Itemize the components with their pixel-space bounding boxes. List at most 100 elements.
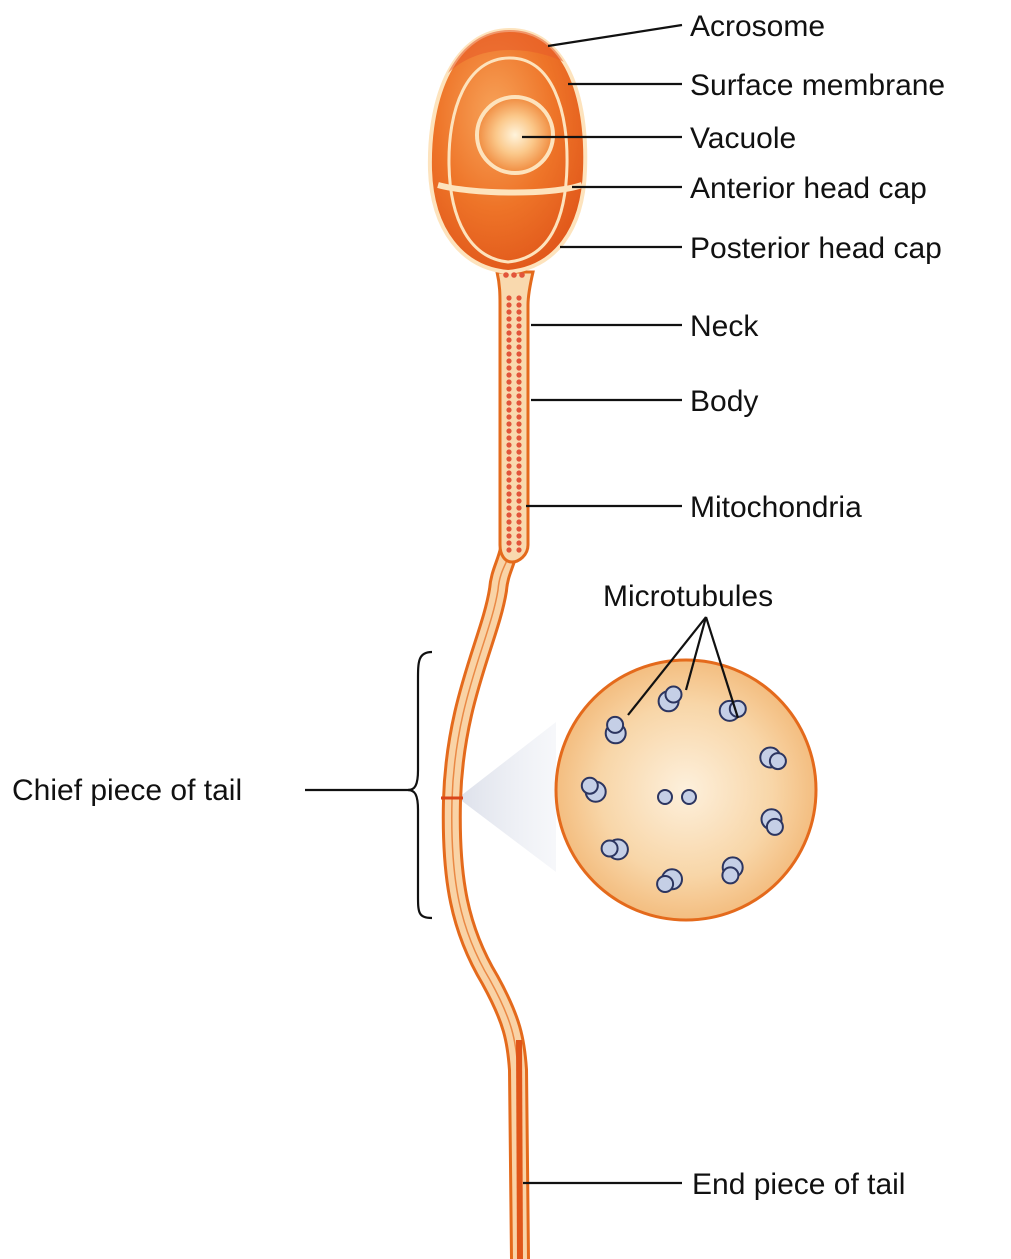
mitochondrion	[516, 519, 521, 524]
mitochondrion	[516, 393, 521, 398]
mitochondrion	[516, 295, 521, 300]
mitochondrion	[516, 386, 521, 391]
mitochondrion	[506, 302, 511, 307]
microtubule-doublet	[606, 717, 626, 743]
mitochondrion	[506, 477, 511, 482]
mitochondrion	[516, 526, 521, 531]
centriole-dot	[503, 272, 509, 278]
mitochondrion	[506, 372, 511, 377]
mitochondrion	[506, 456, 511, 461]
mitochondrion	[506, 351, 511, 356]
microtubule-doublet	[602, 839, 628, 859]
mitochondrion	[506, 309, 511, 314]
mitochondrion	[506, 484, 511, 489]
mitochondrion	[516, 463, 521, 468]
cross-section-projection	[458, 722, 556, 872]
label-anterior-head-cap: Anterior head cap	[690, 172, 927, 205]
mitochondrion	[516, 512, 521, 517]
mitochondrion	[516, 400, 521, 405]
mitochondrion	[506, 365, 511, 370]
label-neck: Neck	[690, 310, 759, 343]
microtubule	[767, 819, 783, 835]
label-chief-piece-of-tail: Chief piece of tail	[12, 774, 242, 807]
mitochondrion	[506, 393, 511, 398]
mitochondrion	[506, 540, 511, 545]
mitochondrion	[516, 344, 521, 349]
mitochondrion	[506, 344, 511, 349]
label-vacuole: Vacuole	[690, 122, 796, 155]
sperm-head	[430, 30, 600, 278]
mitochondrion	[506, 533, 511, 538]
mitochondrion	[516, 498, 521, 503]
mitochondrion	[516, 428, 521, 433]
mitochondrion	[506, 323, 511, 328]
mitochondrion	[506, 505, 511, 510]
end-piece	[519, 1040, 520, 1259]
mitochondrion	[506, 491, 511, 496]
mitochondrion	[506, 421, 511, 426]
mitochondrion	[506, 526, 511, 531]
mitochondrion	[516, 358, 521, 363]
microtubule	[607, 717, 623, 733]
mitochondrion	[516, 379, 521, 384]
mitochondrion	[516, 470, 521, 475]
leader-acrosome	[548, 25, 682, 46]
mitochondrion	[516, 533, 521, 538]
mitochondrion	[506, 519, 511, 524]
label-end-piece-of-tail: End piece of tail	[692, 1168, 905, 1201]
label-mitochondria: Mitochondria	[690, 491, 862, 524]
mitochondrion	[506, 330, 511, 335]
microtubule	[770, 753, 786, 769]
mitochondrion	[506, 547, 511, 552]
mitochondrion	[516, 365, 521, 370]
mitochondrion	[506, 386, 511, 391]
mitochondrion	[506, 498, 511, 503]
mitochondrion	[516, 491, 521, 496]
mitochondrion	[506, 435, 511, 440]
centriole-dot	[511, 272, 517, 278]
vacuole	[477, 97, 553, 173]
central-microtubule	[658, 790, 672, 804]
mitochondrion	[516, 337, 521, 342]
microtubule	[657, 876, 673, 892]
label-posterior-head-cap: Posterior head cap	[690, 232, 942, 265]
mitochondrion	[516, 484, 521, 489]
midpiece	[497, 272, 533, 562]
mitochondrion	[506, 428, 511, 433]
mitochondrion	[516, 316, 521, 321]
mitochondrion	[506, 316, 511, 321]
label-surface-membrane: Surface membrane	[690, 69, 945, 102]
mitochondrion	[506, 512, 511, 517]
tail-cross-section	[556, 660, 816, 920]
mitochondrion	[506, 470, 511, 475]
mitochondrion	[506, 463, 511, 468]
mitochondrion	[516, 407, 521, 412]
microtubule	[582, 778, 598, 794]
mitochondrion	[506, 400, 511, 405]
central-microtubule	[682, 790, 696, 804]
mitochondrion	[516, 505, 521, 510]
mitochondrion	[506, 449, 511, 454]
mitochondrion	[516, 442, 521, 447]
mitochondrion	[516, 435, 521, 440]
mitochondrion	[516, 330, 521, 335]
mitochondrion	[516, 372, 521, 377]
mitochondrion	[516, 309, 521, 314]
microtubule	[722, 867, 738, 883]
mitochondrion	[516, 421, 521, 426]
mitochondrion	[516, 449, 521, 454]
mitochondrion	[506, 442, 511, 447]
mitochondrion	[506, 358, 511, 363]
mitochondrion	[516, 456, 521, 461]
mitochondrion	[516, 477, 521, 482]
label-microtubules: Microtubules	[603, 580, 773, 613]
mitochondrion	[516, 547, 521, 552]
label-body: Body	[690, 385, 758, 418]
microtubule	[602, 841, 618, 857]
microtubule	[666, 687, 682, 703]
mitochondrion	[516, 351, 521, 356]
centriole-dot	[519, 272, 525, 278]
mitochondrion	[516, 414, 521, 419]
